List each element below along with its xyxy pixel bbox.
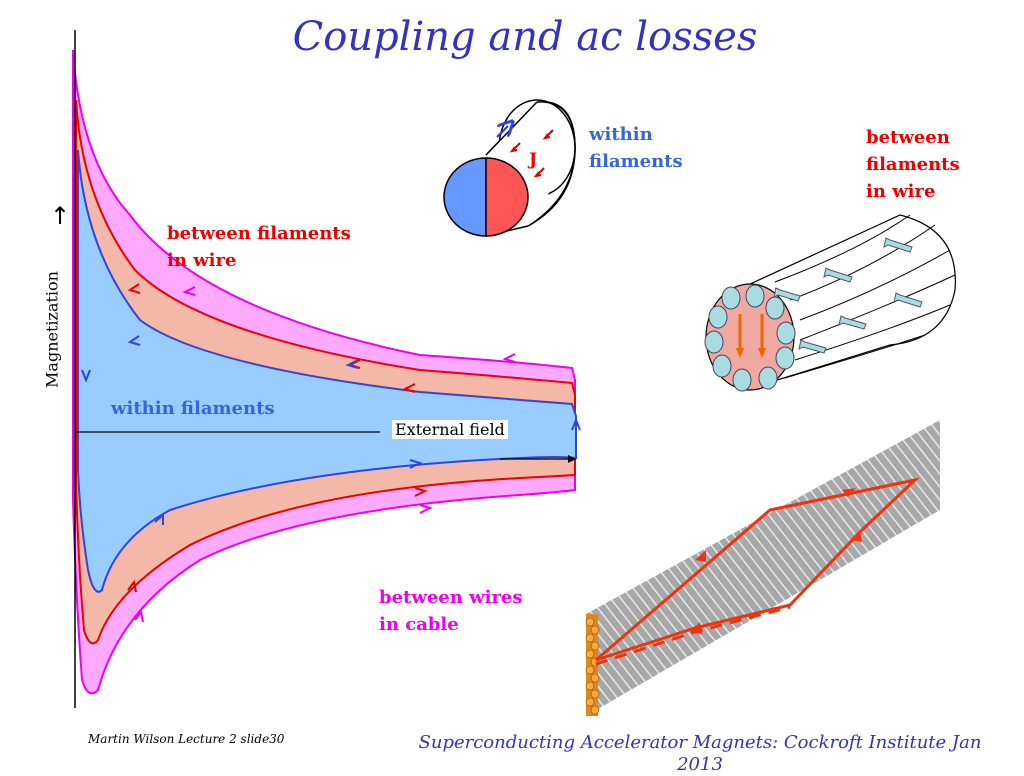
graph-axes [74,30,576,708]
current-density-label: J [529,150,538,170]
slide-title: Coupling and ac losses [292,14,758,60]
loop-direction-arrows [81,283,581,623]
between-filaments-region [75,99,576,645]
between-wires-in-cable-label: between wires in cable [379,587,523,635]
cable-photo-diagram [585,420,940,716]
footer-author: Martin Wilson Lecture 2 slide30 [88,732,285,746]
within-filaments-region [77,149,577,593]
x-axis-label: External field [392,420,508,439]
footer-course: Superconducting Accelerator Magnets: Coc… [418,732,982,775]
wire-diagram-label: between filaments in wire [866,127,960,202]
filament-cylinder-diagram [443,99,576,237]
up-arrow-icon: ↑ [50,202,71,230]
twisted-wire-diagram [704,214,956,392]
magnetization-loops [72,49,581,695]
y-axis-label: Magnetization [42,271,62,388]
within-filaments-label: within filaments [111,398,275,419]
between-filaments-in-wire-label: between filaments in wire [167,223,351,271]
filament-diagram-label: within filaments [589,124,683,172]
